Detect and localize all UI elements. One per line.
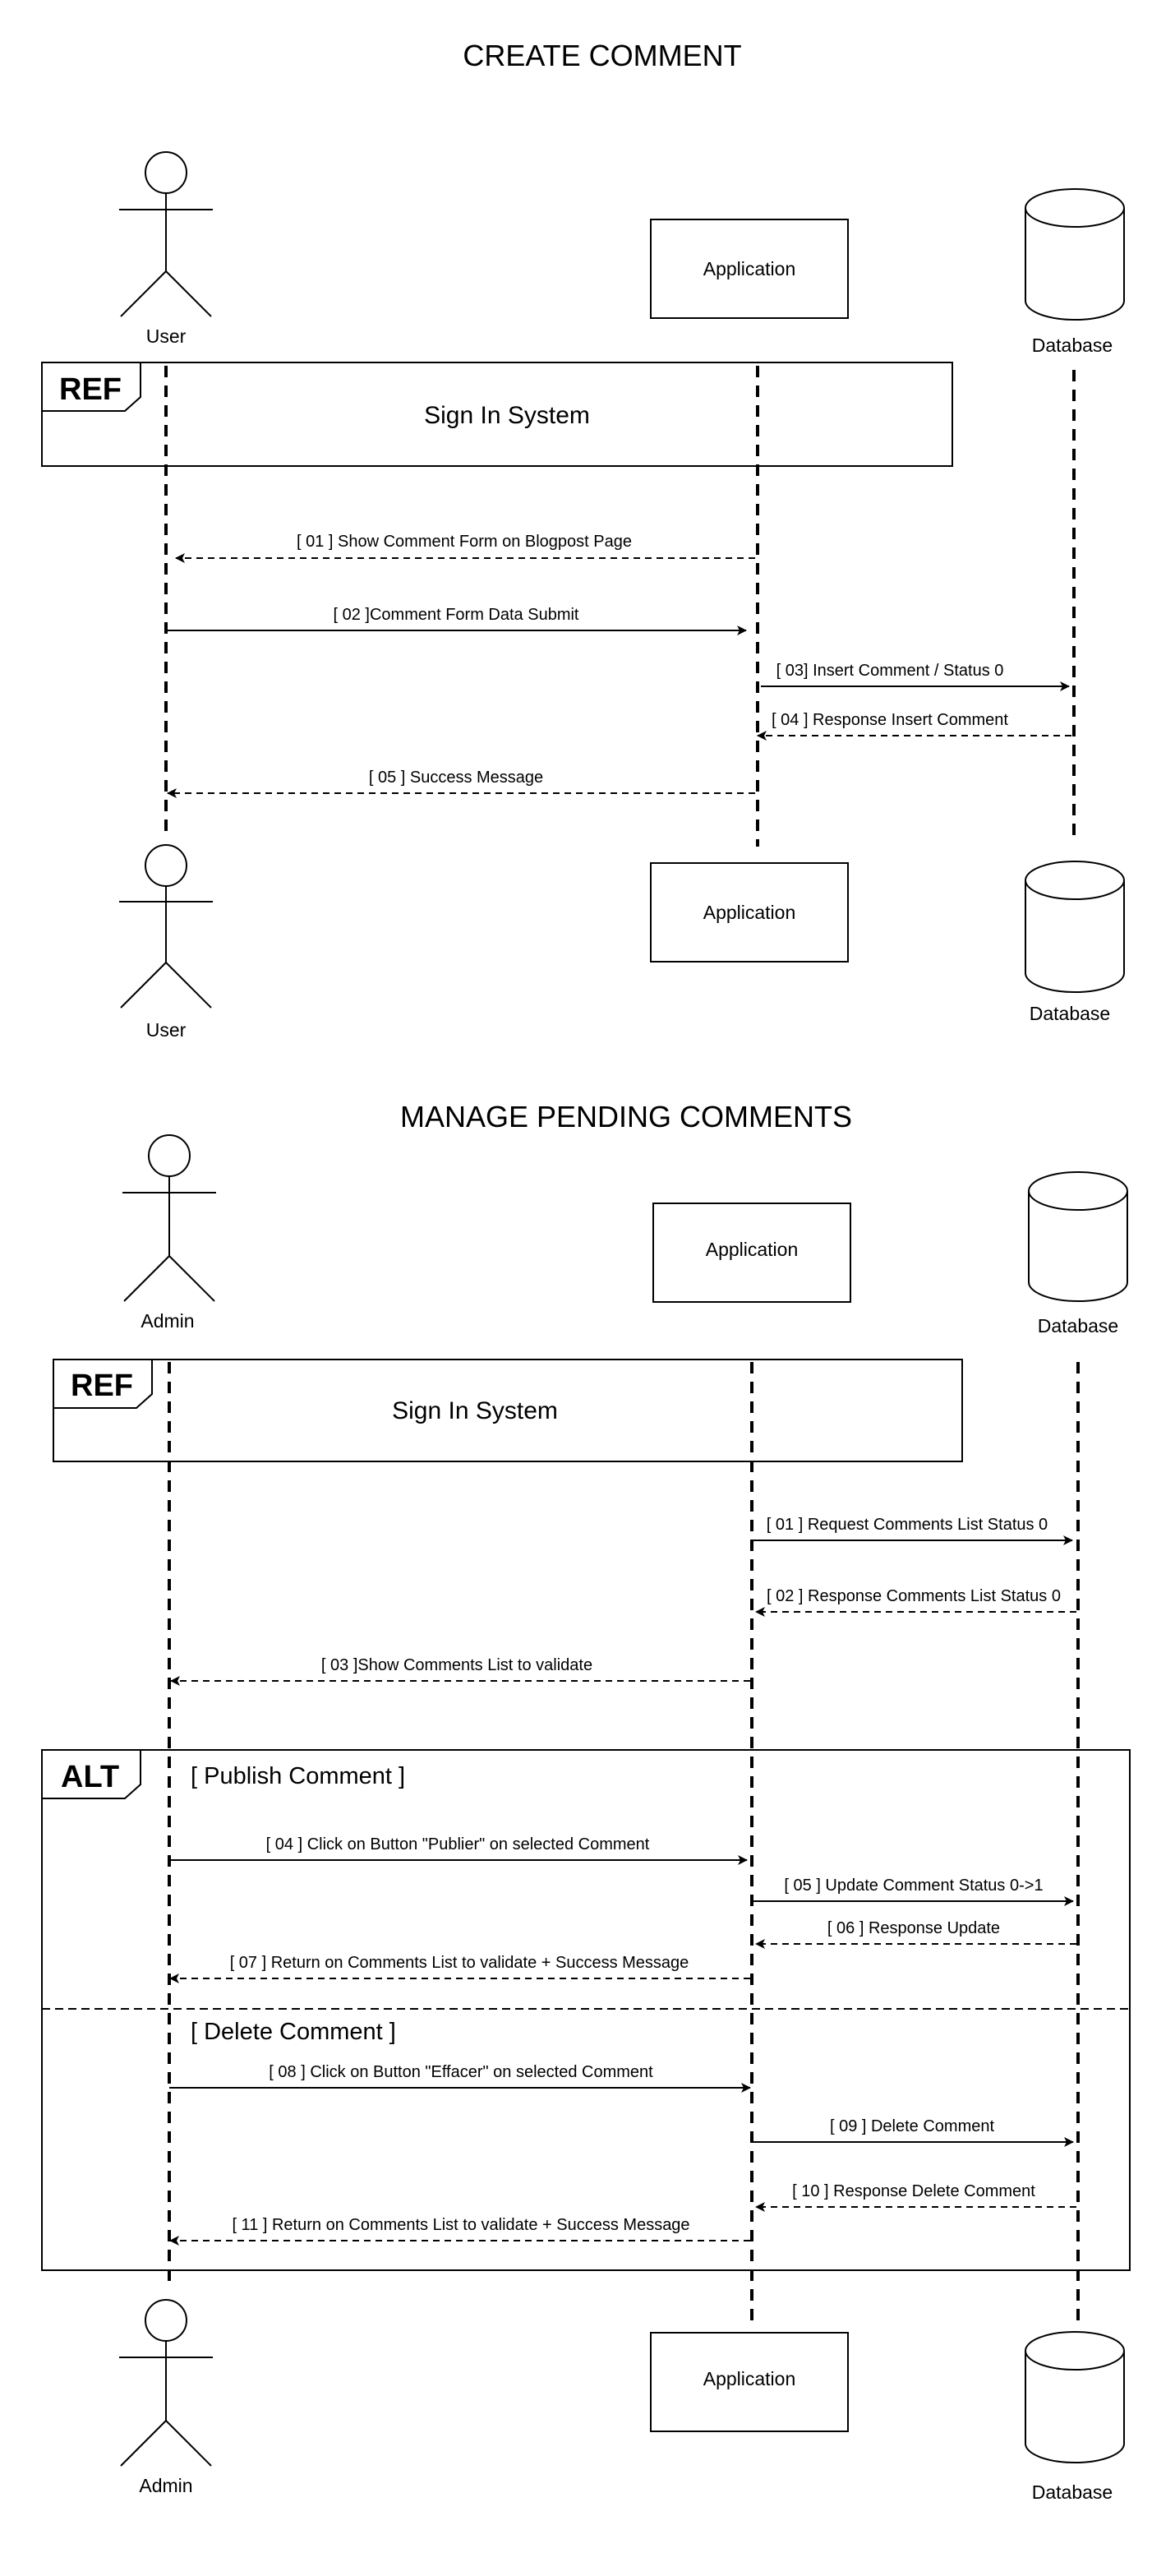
participant-label-application-manage-top: Application (706, 1239, 799, 1260)
participant-application-manage-top (652, 1203, 851, 1303)
message-label: [ 03 ]Show Comments List to validate (321, 1656, 592, 1674)
diagram-title-manage: MANAGE PENDING COMMENTS (400, 1100, 852, 1133)
database-icon-top (1025, 188, 1125, 321)
message-label: [ 06 ] Response Update (827, 1919, 1000, 1937)
participant-application-manage-bottom (650, 2332, 849, 2432)
participant-label-database-manage-bottom: Database (1032, 2481, 1113, 2503)
participant-label-user-top: User (146, 325, 187, 347)
participant-label-admin-bottom: Admin (139, 2475, 192, 2496)
ref-frame-create (41, 362, 953, 467)
participant-application-bottom (650, 862, 849, 963)
ref-label-create: Sign In System (424, 402, 590, 429)
alt-guard-publish: [ Publish Comment ] (191, 1763, 405, 1789)
participant-label-database-top: Database (1032, 335, 1113, 356)
ref-tag-create: REF (59, 372, 122, 407)
ref-label-manage: Sign In System (392, 1397, 558, 1424)
message-label: [ 11 ] Return on Comments List to valida… (232, 2216, 689, 2234)
ref-frame-manage (53, 1359, 963, 1462)
message-label: [ 08 ] Click on Button "Effacer" on sele… (269, 2063, 653, 2081)
alt-frame (41, 1749, 1131, 2271)
message-label: [ 03] Insert Comment / Status 0 (776, 662, 1004, 680)
message-label: [ 02 ]Comment Form Data Submit (334, 606, 579, 624)
message-label: [ 04 ] Response Insert Comment (772, 711, 1008, 729)
alt-tag: ALT (61, 1760, 119, 1794)
message-label: [ 01 ] Request Comments List Status 0 (767, 1516, 1048, 1534)
actor-admin-bottom (119, 2299, 213, 2467)
database-icon-manage-bottom (1025, 2331, 1125, 2463)
participant-application-top (650, 219, 849, 319)
message-label: [ 01 ] Show Comment Form on Blogpost Pag… (297, 533, 632, 551)
message-label: [ 09 ] Delete Comment (830, 2117, 995, 2135)
message-label: [ 04 ] Click on Button "Publier" on sele… (266, 1835, 650, 1854)
message-label: [ 05 ] Success Message (369, 769, 543, 787)
participant-label-application-bottom: Application (703, 902, 796, 923)
database-icon-bottom (1025, 861, 1125, 993)
database-icon-manage-top (1028, 1171, 1128, 1302)
participant-label-database-manage-top: Database (1038, 1315, 1118, 1336)
ref-tag-manage: REF (71, 1369, 133, 1403)
participant-label-application-top: Application (703, 258, 796, 279)
participant-label-user-bottom: User (146, 1019, 187, 1041)
participant-label-application-manage-bottom: Application (703, 2368, 796, 2389)
participant-label-admin-top: Admin (141, 1310, 194, 1332)
message-label: [ 10 ] Response Delete Comment (792, 2182, 1035, 2200)
actor-user-top (119, 151, 213, 317)
actor-admin-top (122, 1134, 216, 1302)
diagram-title-create: CREATE COMMENT (463, 39, 741, 72)
message-label: [ 05 ] Update Comment Status 0->1 (784, 1877, 1043, 1895)
participant-label-database-bottom: Database (1030, 1003, 1110, 1024)
message-label: [ 07 ] Return on Comments List to valida… (230, 1954, 689, 1972)
message-label: [ 02 ] Response Comments List Status 0 (767, 1587, 1061, 1605)
alt-guard-delete: [ Delete Comment ] (191, 2019, 396, 2045)
actor-user-bottom (119, 844, 213, 1009)
